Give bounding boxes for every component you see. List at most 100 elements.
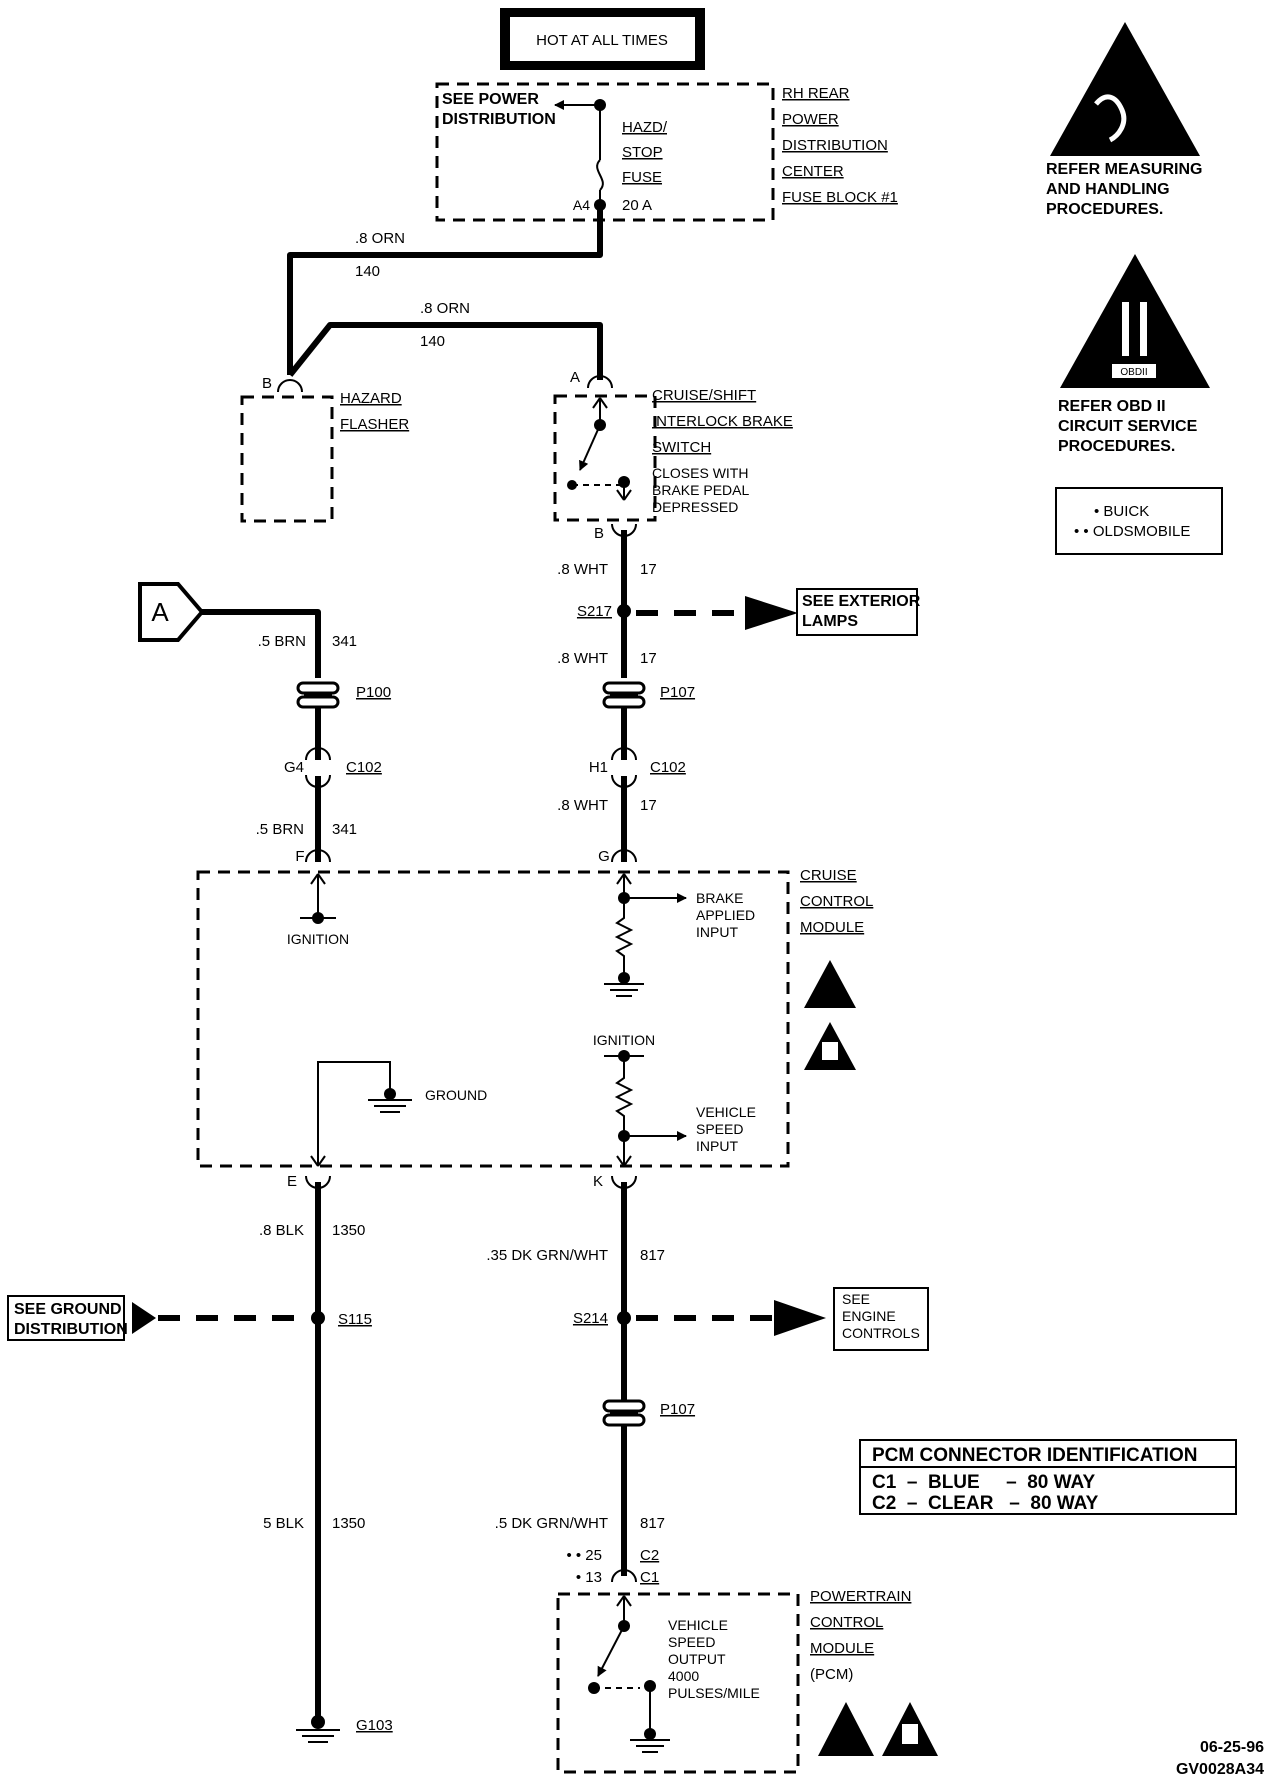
wire-grn-size-2: .5 DK GRN/WHT — [495, 1515, 608, 1532]
wire-blk-circuit-2: 1350 — [332, 1515, 365, 1532]
vss-input-label-2: SPEED — [696, 1121, 743, 1137]
see-exterior-text-1: SEE EXTERIOR — [802, 593, 921, 610]
wire-wht-size-3: .8 WHT — [557, 797, 608, 814]
splice-s217-label: S217 — [577, 603, 612, 620]
obd-text-2: CIRCUIT SERVICE — [1058, 418, 1198, 435]
wire-brn-circuit-1: 341 — [332, 633, 357, 650]
c102-right-connector-icon — [611, 747, 637, 761]
vss-input-label-1: VEHICLE — [696, 1104, 756, 1120]
center-label-2: POWER — [782, 111, 839, 128]
fuse-pin-a4: A4 — [573, 197, 590, 213]
see-engine-text-3: CONTROLS — [842, 1325, 920, 1341]
key-olds: • • OLDSMOBILE — [1074, 523, 1190, 540]
wire-wht-circuit-3: 17 — [640, 797, 657, 814]
cruise-label-1: CRUISE — [800, 867, 857, 884]
fuse-label-3: FUSE — [622, 169, 662, 186]
hot-at-all-times-label: HOT AT ALL TIMES — [536, 32, 668, 49]
wire-wht-circuit-2: 17 — [640, 650, 657, 667]
brake-switch-note-3: DEPRESSED — [652, 499, 738, 515]
brake-pin-a: A — [570, 369, 580, 386]
key-buick: • BUICK — [1094, 503, 1149, 520]
wire-orn-hazard — [287, 205, 603, 375]
cruise-pin-e: E — [287, 1173, 297, 1190]
pcm-switch-blade-icon — [597, 1625, 625, 1677]
ground-label: GROUND — [425, 1087, 487, 1103]
cruise-pin-g-connector-icon — [611, 849, 637, 863]
connector-p107-bottom: P107 — [602, 1399, 695, 1427]
legend-make-key: • BUICK • • OLDSMOBILE — [1055, 487, 1223, 555]
splice-s217-node — [617, 604, 631, 618]
hot-at-all-times-box: HOT AT ALL TIMES — [500, 8, 705, 70]
wire-grn-circuit-2: 817 — [640, 1515, 665, 1532]
fuse-label-2: STOP — [622, 144, 663, 161]
brake-switch-label-2: INTERLOCK BRAKE — [652, 413, 793, 430]
splice-s115-label: S115 — [338, 1311, 372, 1328]
cruise-pin-g: G — [598, 848, 610, 865]
brake-pin-a-connector-icon — [587, 375, 613, 389]
wire-orn-brake — [287, 322, 603, 380]
wire-blk-size-1: .8 BLK — [259, 1222, 304, 1239]
center-label-3: DISTRIBUTION — [782, 137, 888, 154]
p107-top-label: P107 — [660, 684, 695, 701]
fuse-label-4: 20 A — [622, 197, 652, 214]
pcm-label-1: POWERTRAIN — [810, 1588, 911, 1605]
center-label-1: RH REAR — [782, 85, 850, 102]
splice-s214-label: S214 — [573, 1310, 608, 1327]
wire-blk-size-2: 5 BLK — [263, 1515, 304, 1532]
brake-switch-note-2: BRAKE PEDAL — [652, 482, 749, 498]
see-ground-text-1: SEE GROUND — [14, 1301, 122, 1318]
pcm-connector-id-table: PCM CONNECTOR IDENTIFICATION C1 – BLUE –… — [859, 1439, 1237, 1515]
fuse-label-1: HAZD/ — [622, 119, 668, 136]
obd-text-3: PROCEDURES. — [1058, 438, 1175, 455]
vss-input-resistor-icon — [614, 1056, 634, 1136]
wire-orn-circuit-2: 140 — [420, 333, 445, 350]
c102-right-label: C102 — [650, 759, 686, 776]
arrow-to-exterior-icon — [745, 596, 798, 630]
brake-switch-label-1: CRUISE/SHIFT — [652, 387, 756, 404]
see-power-text-2: DISTRIBUTION — [442, 111, 556, 128]
splice-s115-node — [311, 1311, 325, 1325]
wire-orn-size-2: .8 ORN — [420, 300, 470, 317]
esd-warning-icon — [1050, 22, 1200, 156]
pcm-vso-label-4: 4000 — [668, 1668, 699, 1684]
internal-ground-path — [317, 1061, 391, 1166]
see-power-text-1: SEE POWER — [442, 91, 539, 108]
see-exterior-text-2: LAMPS — [802, 613, 858, 630]
footer-date: 06-25-96 — [1200, 1739, 1264, 1756]
legend-esd: REFER MEASURING AND HANDLING PROCEDURES. — [1046, 22, 1202, 218]
see-engine-text-1: SEE — [842, 1291, 870, 1307]
wire-brn-circuit-2: 341 — [332, 821, 357, 838]
pcm-pin-13: • 13 — [576, 1569, 602, 1586]
pcm-label-2: CONTROL — [810, 1614, 883, 1631]
ignition-right-label: IGNITION — [593, 1032, 655, 1048]
see-engine-text-2: ENGINE — [842, 1308, 896, 1324]
pcm-conn-c2: C2 — [640, 1547, 659, 1564]
esd-text-1: REFER MEASURING — [1046, 161, 1202, 178]
cruise-pin-f: F — [295, 848, 304, 865]
off-page-connector-a[interactable]: A — [138, 582, 205, 642]
g103-label: G103 — [356, 1717, 393, 1734]
esd-text-2: AND HANDLING — [1046, 181, 1170, 198]
footer-code: GV0028A34 — [1176, 1761, 1264, 1778]
wire-wht-circuit-1: 17 — [640, 561, 657, 578]
brake-switch-note-1: CLOSES WITH — [652, 465, 748, 481]
c102-left-connector-icon — [305, 747, 331, 761]
connector-p107-top: P107 — [602, 681, 695, 709]
c102-left-label: C102 — [346, 759, 382, 776]
pin-g4: G4 — [284, 759, 304, 776]
wire-brn-size-1: .5 BRN — [258, 633, 306, 650]
hazard-connector-icon — [277, 379, 303, 393]
arrow-from-ground-icon — [132, 1302, 156, 1334]
see-ground-text-2: DISTRIBUTION — [14, 1321, 128, 1338]
pcm-id-row-2: C2 – CLEAR – 80 WAY — [872, 1493, 1099, 1514]
pcm-vso-label-3: OUTPUT — [668, 1651, 726, 1667]
powertrain-control-module: POWERTRAIN CONTROL MODULE (PCM) VEHICLE … — [556, 1588, 938, 1774]
cruise-label-3: MODULE — [800, 919, 864, 936]
pcm-vso-label-2: SPEED — [668, 1634, 715, 1650]
brake-switch-blade-icon — [579, 424, 601, 471]
pin-h1: H1 — [589, 759, 608, 776]
p107-bottom-label: P107 — [660, 1401, 695, 1418]
wire-brn-size-2: .5 BRN — [256, 821, 304, 838]
pcm-pin-25: • • 25 — [566, 1547, 602, 1564]
